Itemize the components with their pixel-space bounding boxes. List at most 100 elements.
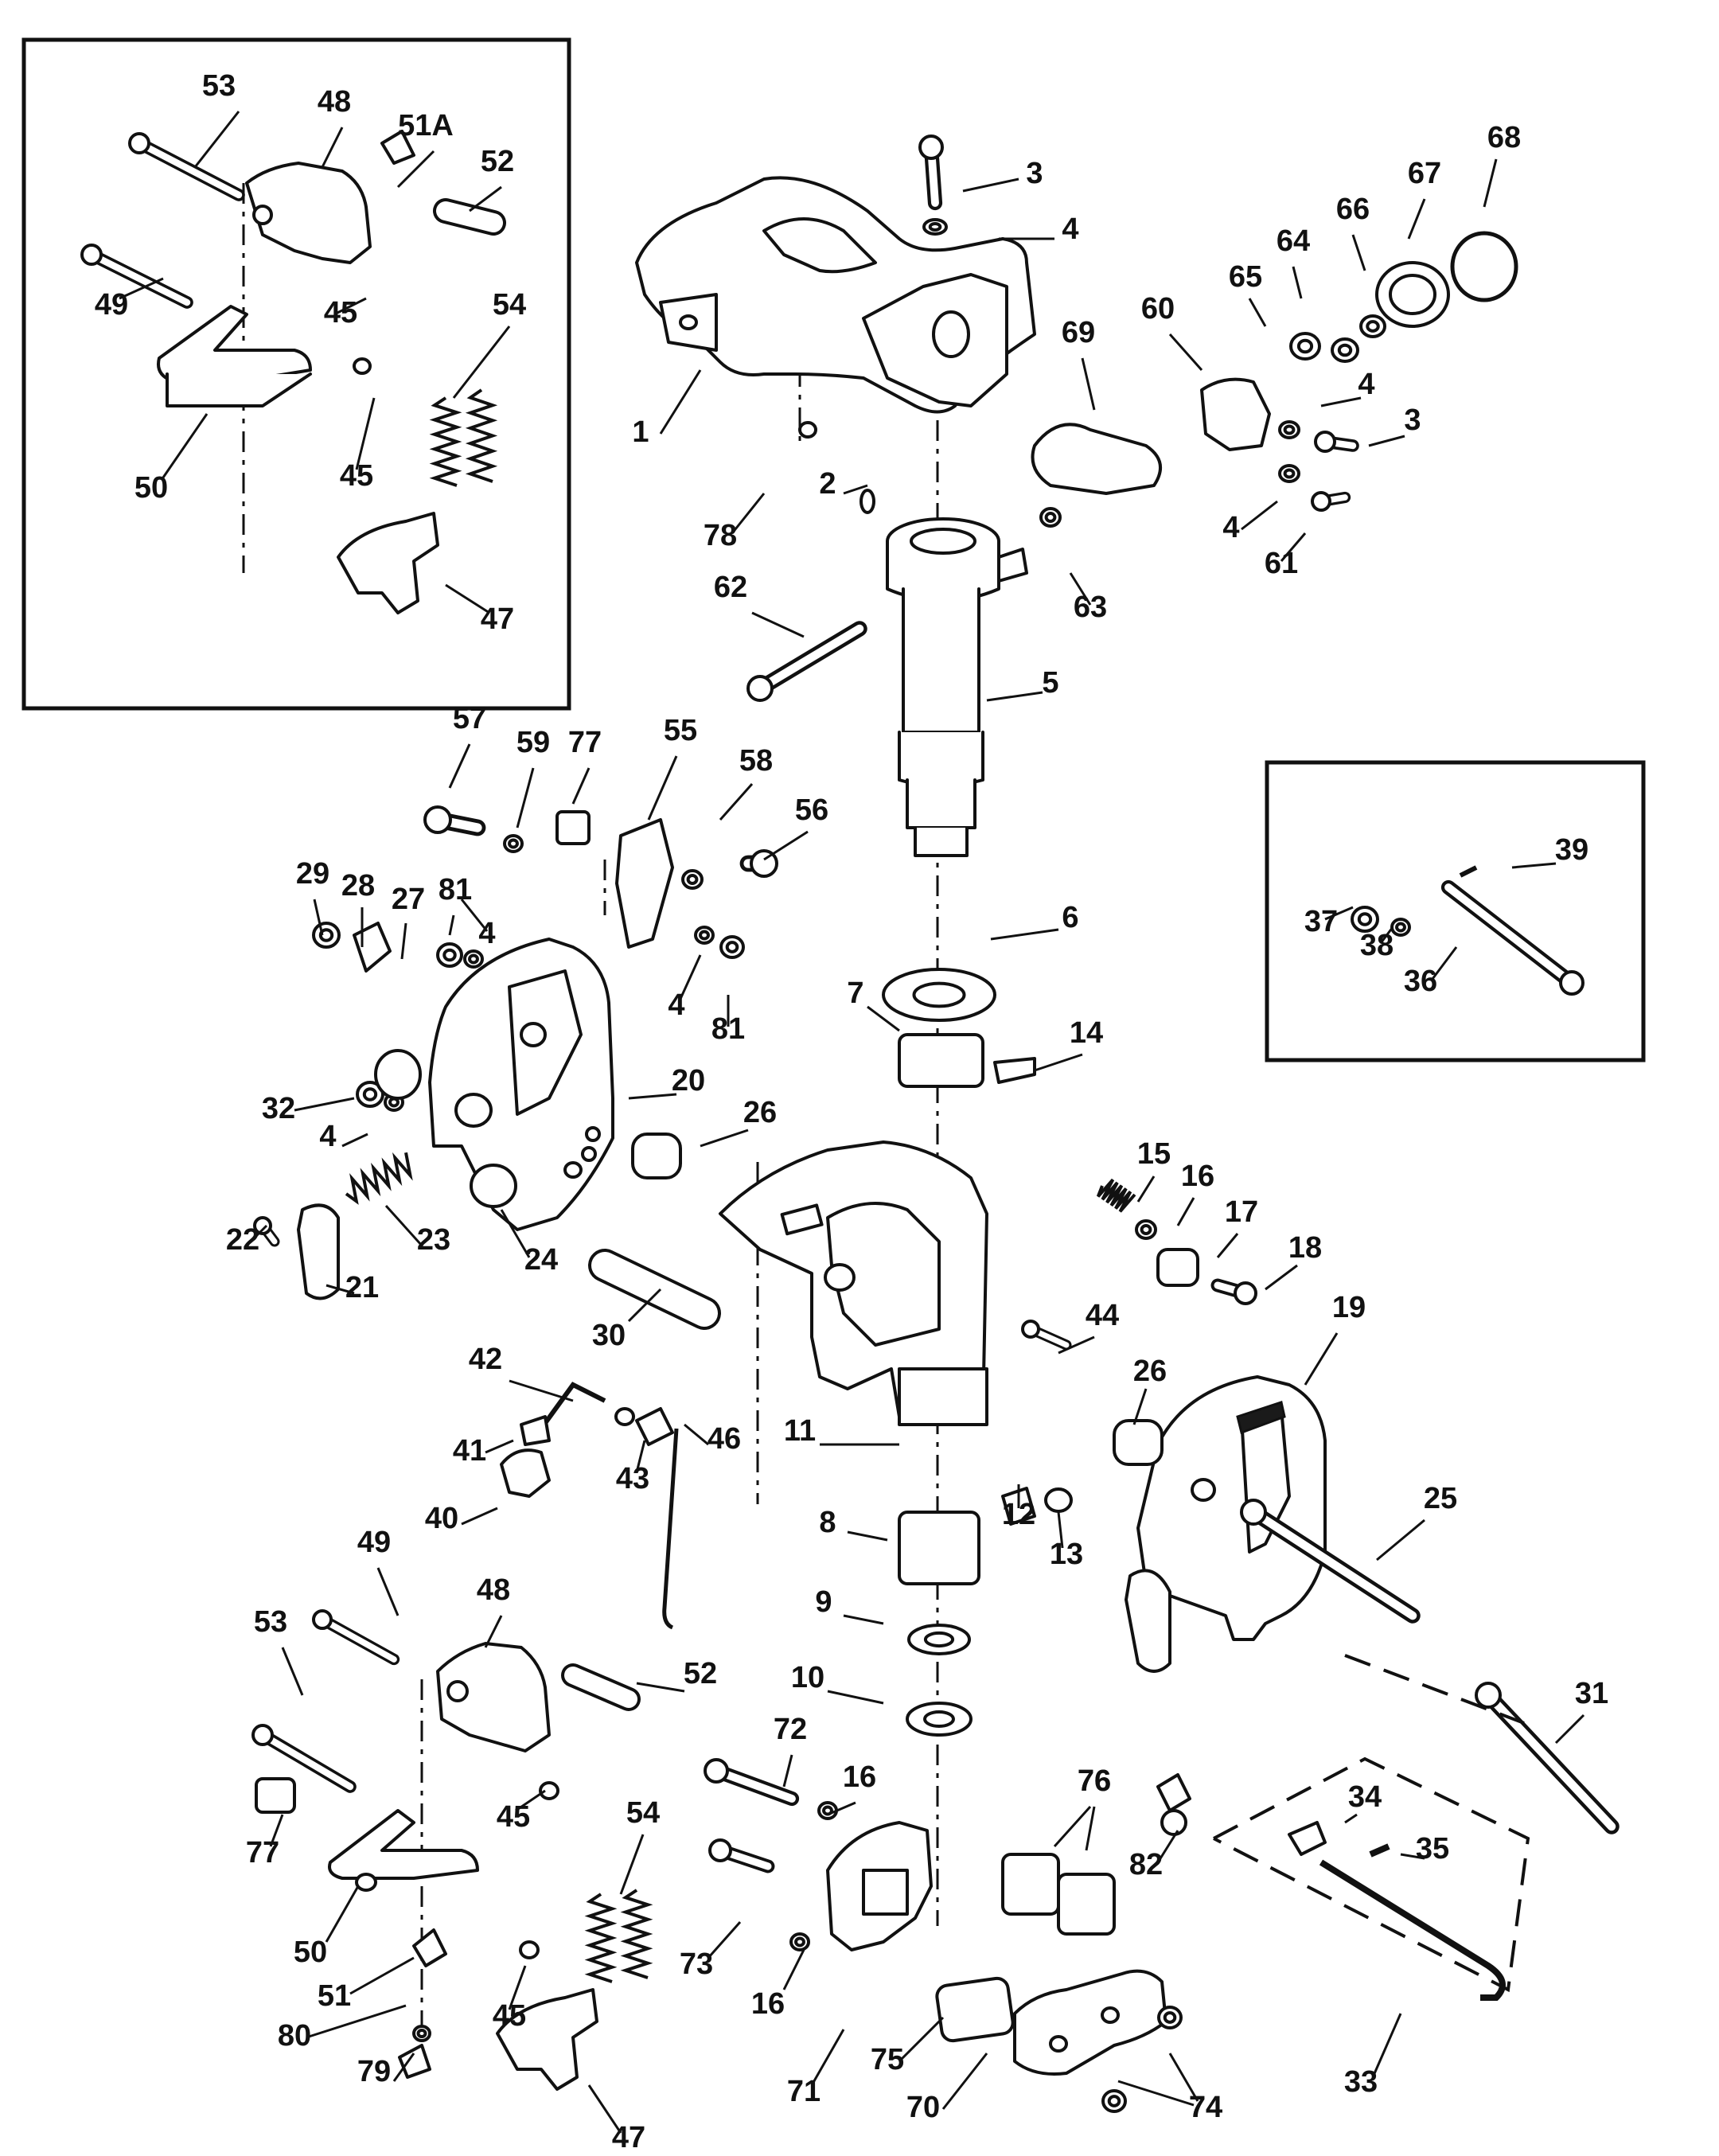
callout-4: 4 — [1062, 212, 1078, 246]
leader-5 — [986, 691, 1043, 702]
pin-35 — [1369, 1843, 1390, 1858]
part-5 — [886, 517, 1028, 857]
callout-4-2: 4 — [1358, 368, 1374, 401]
plate-55 — [615, 818, 674, 949]
bolt-25-head — [1240, 1499, 1267, 1526]
rod-46 — [662, 1428, 679, 1630]
callout-3-2: 3 — [1404, 404, 1421, 437]
leader-20 — [628, 1093, 677, 1100]
leader-33 — [1371, 2013, 1402, 2078]
leader-77 — [571, 767, 591, 805]
bolt-49-inset-shank-fill — [88, 251, 191, 306]
callout-50-2: 50 — [294, 1936, 327, 1969]
spring-51A — [380, 130, 415, 165]
leader-10 — [827, 1690, 884, 1705]
callout-52-2: 52 — [684, 1657, 717, 1690]
leader-73 — [707, 1921, 742, 1959]
callout-48: 48 — [318, 85, 351, 119]
seal-9-hole — [923, 1631, 955, 1648]
callout-64: 64 — [1277, 224, 1310, 258]
leader-68 — [1483, 158, 1498, 208]
clip-45-b — [519, 1940, 540, 1959]
tube-30-fill — [591, 1252, 718, 1327]
callout-54-2: 54 — [626, 1796, 660, 1830]
callout-18: 18 — [1288, 1231, 1322, 1265]
pad-77-b — [255, 1777, 296, 1814]
washer-4-d-hole — [699, 930, 710, 941]
leader-79 — [392, 2053, 415, 2082]
leader-58 — [719, 783, 754, 821]
plug-82-b — [1160, 1809, 1187, 1836]
callout-53-2: 53 — [254, 1605, 287, 1639]
spring-54-inset-b — [465, 388, 498, 483]
leader-77-2 — [269, 1814, 284, 1847]
pin-2 — [860, 489, 875, 514]
leader-56 — [763, 830, 809, 861]
leader-27 — [400, 922, 407, 960]
bolt-44-head — [1021, 1320, 1040, 1339]
leader-49-2 — [376, 1567, 400, 1616]
leader-71 — [810, 2029, 845, 2086]
callout-45-3: 45 — [497, 1800, 530, 1834]
pad-76-a — [1001, 1853, 1060, 1916]
pad-77 — [555, 810, 591, 845]
callout-49-2: 49 — [357, 1526, 391, 1559]
leader-16-2 — [827, 1801, 856, 1816]
callout-30: 30 — [592, 1319, 626, 1352]
small-parts-group — [80, 130, 1620, 2113]
bumper-78 — [798, 421, 817, 439]
callout-56: 56 — [795, 793, 828, 827]
spring-23 — [345, 1152, 413, 1205]
leader-29 — [313, 899, 324, 936]
leader-45-4 — [508, 1965, 527, 2010]
leader-41 — [485, 1439, 514, 1454]
clip-45 — [539, 1781, 559, 1800]
leader-38 — [1379, 926, 1394, 944]
leader-39 — [1511, 862, 1557, 869]
leader-45 — [333, 297, 367, 316]
callout-80: 80 — [278, 2019, 311, 2053]
leader-25 — [1376, 1519, 1425, 1561]
callout-79: 79 — [357, 2055, 391, 2088]
callout-23: 23 — [417, 1223, 450, 1257]
link-69 — [1031, 423, 1162, 495]
bolt-62-shank-fill — [755, 624, 864, 693]
leader-80 — [306, 2004, 407, 2039]
callout-14: 14 — [1070, 1016, 1103, 1050]
callout-47: 47 — [481, 602, 514, 636]
callout-29: 29 — [296, 857, 329, 891]
leader-44 — [1058, 1335, 1095, 1355]
leader-62 — [751, 611, 805, 638]
leader-51A — [396, 150, 435, 189]
washer-80-hole — [416, 2028, 427, 2039]
part-50 — [328, 1809, 479, 1880]
leader-30 — [627, 1288, 662, 1323]
callout-17: 17 — [1225, 1195, 1258, 1229]
callout-19: 19 — [1332, 1291, 1366, 1324]
callout-77: 77 — [568, 726, 602, 759]
callout-32: 32 — [262, 1092, 295, 1125]
leader-4-2 — [1320, 396, 1362, 407]
callout-82: 82 — [1129, 1848, 1163, 1881]
callout-35: 35 — [1416, 1832, 1449, 1866]
callout-68: 68 — [1487, 121, 1521, 154]
bushing-24 — [470, 1164, 517, 1208]
bolt-49-inset-head — [80, 244, 103, 266]
leader-3 — [962, 177, 1019, 193]
nut-79 — [398, 2044, 431, 2079]
callout-45-2: 45 — [340, 459, 373, 493]
washer-4-top-hole — [928, 221, 942, 232]
callout-45-4: 45 — [493, 1999, 526, 2033]
callout-40: 40 — [425, 1502, 458, 1535]
leader-52 — [469, 185, 502, 212]
pin-52-fill — [564, 1667, 637, 1708]
leader-78 — [731, 493, 766, 534]
washer-63-hole — [1044, 512, 1057, 523]
nut-66-hole — [1366, 320, 1380, 333]
leader-53 — [193, 111, 240, 168]
plate-60 — [1200, 377, 1271, 451]
callout-6: 6 — [1062, 901, 1078, 934]
leader-59 — [516, 767, 535, 828]
callout-60: 60 — [1141, 292, 1175, 326]
leader-52-2 — [636, 1682, 685, 1693]
